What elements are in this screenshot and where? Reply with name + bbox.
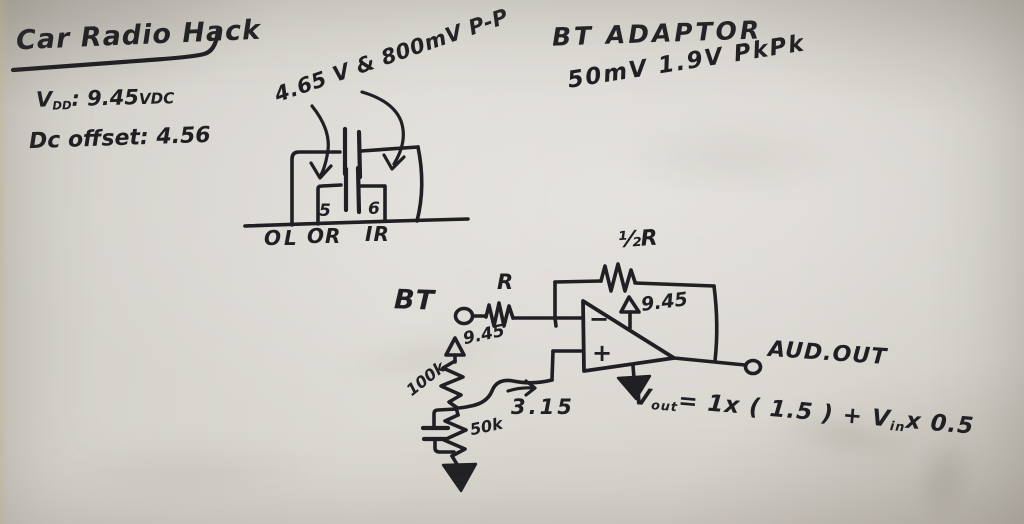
vdd-subscript: DD (52, 98, 72, 113)
eq-out-subscript: out (650, 397, 679, 415)
vdd-note: VDD: 9.45VDC (35, 85, 175, 113)
supply-triangle-icon (444, 336, 466, 357)
underline-swoosh (10, 27, 221, 73)
wire (432, 407, 458, 428)
arrowhead (309, 161, 333, 180)
eq-v: V (631, 384, 653, 412)
bias-voltage-label: 3.15 (511, 395, 575, 419)
jack-label-or: OR (307, 224, 342, 248)
audio-out-terminal (743, 358, 763, 376)
eq-in-subscript: in (889, 418, 907, 435)
capacitor-plate (355, 165, 362, 215)
board-edge-highlight (0, 0, 9, 524)
feedback-resistor-label: ½R (617, 225, 659, 254)
outer-loop-top-right (359, 145, 420, 153)
ground-icon (616, 374, 652, 401)
input-resistor-label: R (497, 270, 514, 294)
jack-baseline (243, 217, 470, 228)
feedback-wire (712, 284, 719, 363)
outer-loop-left (290, 150, 342, 227)
ground-icon (441, 462, 478, 493)
wire (433, 437, 456, 454)
arrowhead (524, 379, 537, 397)
title-underline (10, 27, 221, 73)
opamp-inverting-input: − (589, 305, 610, 333)
jack-label-ir: IR (365, 222, 390, 246)
arrowhead (382, 153, 406, 171)
wire (455, 378, 554, 410)
bias-arrow (506, 386, 535, 393)
feedback-resistor-symbol (599, 262, 637, 293)
feedback-wire (633, 281, 716, 288)
pin5-label: 5 (319, 201, 331, 221)
inner-loop-left (316, 183, 343, 226)
bt-input-terminal (453, 306, 475, 326)
vdd-symbol: V (35, 87, 53, 112)
output-wire (672, 356, 747, 367)
vdd-unit: VDC (138, 89, 175, 109)
wire (550, 349, 555, 382)
feedback-wire (553, 279, 603, 284)
bt-input-label: BT (393, 284, 436, 317)
jack-label-ol: OL (264, 226, 300, 250)
amp-schematic (420, 262, 763, 493)
wire-stub (553, 316, 558, 328)
opamp-noninverting-input: + (592, 339, 613, 367)
annotation-arrow (360, 90, 405, 166)
resistor-100k-symbol (439, 359, 465, 409)
outer-loop-right (415, 145, 424, 223)
resistor-50k-symbol (442, 413, 468, 458)
eq-tail: x 0.5 (904, 407, 976, 440)
vdd-value: : 9.45 (71, 85, 140, 111)
opamp-triangle (581, 299, 676, 373)
pin6-label: 6 (368, 199, 380, 219)
input-jack-schematic (243, 90, 470, 228)
annotation-arrow (310, 104, 330, 177)
supply-triangle-icon (619, 295, 641, 314)
input-resistor-symbol (484, 301, 515, 328)
